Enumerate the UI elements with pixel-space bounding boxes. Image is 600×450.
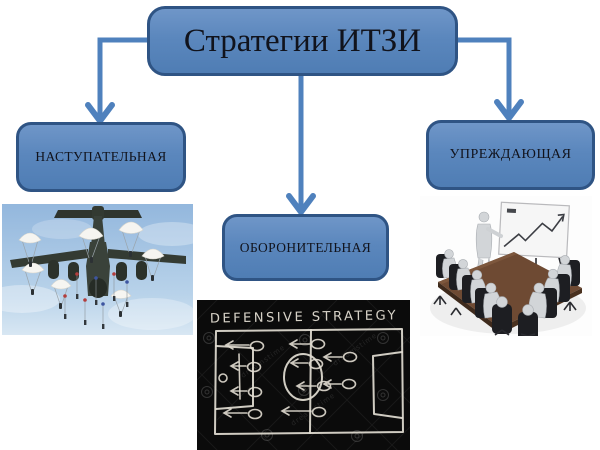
parachutes: [18, 221, 165, 329]
branch-box-offensive: НАСТУПАТЕЛЬНАЯ: [16, 122, 186, 192]
branch-label-offensive: НАСТУПАТЕЛЬНАЯ: [35, 149, 167, 164]
diagram-title: Стратегии ИТЗИ: [183, 22, 422, 59]
branch-label-preemptive: УПРЕЖДАЮЩАЯ: [449, 147, 572, 162]
clouds: [2, 219, 193, 330]
arrowhead-left-icon: [85, 102, 115, 126]
diagram-title-box: Стратегии ИТЗИ: [147, 6, 458, 76]
field-diagram: [214, 328, 404, 435]
connector-right: [457, 37, 512, 114]
arrowhead-right-icon: [494, 99, 524, 123]
connector-left: [97, 37, 148, 118]
branch-box-defensive: ОБОРОНИТЕЛЬНАЯ: [222, 214, 389, 281]
paratroopers-plane-image: [2, 204, 193, 335]
chalkboard-title: DEFENSIVE STRATEGY: [210, 308, 398, 326]
attendees-left: [436, 249, 502, 319]
jumpers-streamers: [63, 272, 129, 329]
player-markers: [218, 338, 358, 420]
branch-box-preemptive: УПРЕЖДАЮЩАЯ: [426, 120, 595, 190]
attendees-near: [492, 296, 538, 336]
defensive-strategy-chalkboard-image: dreamstime dreamstime dreamstime DEFENSI…: [197, 300, 410, 450]
chair-wheels: [433, 295, 577, 336]
paratrooper-figures: [29, 251, 154, 317]
chalkboard-background: [197, 300, 410, 450]
branch-label-defensive: ОБОРОНИТЕЛЬНАЯ: [239, 239, 372, 255]
arrowhead-middle-icon: [286, 193, 316, 217]
business-meeting-image: [420, 196, 592, 336]
